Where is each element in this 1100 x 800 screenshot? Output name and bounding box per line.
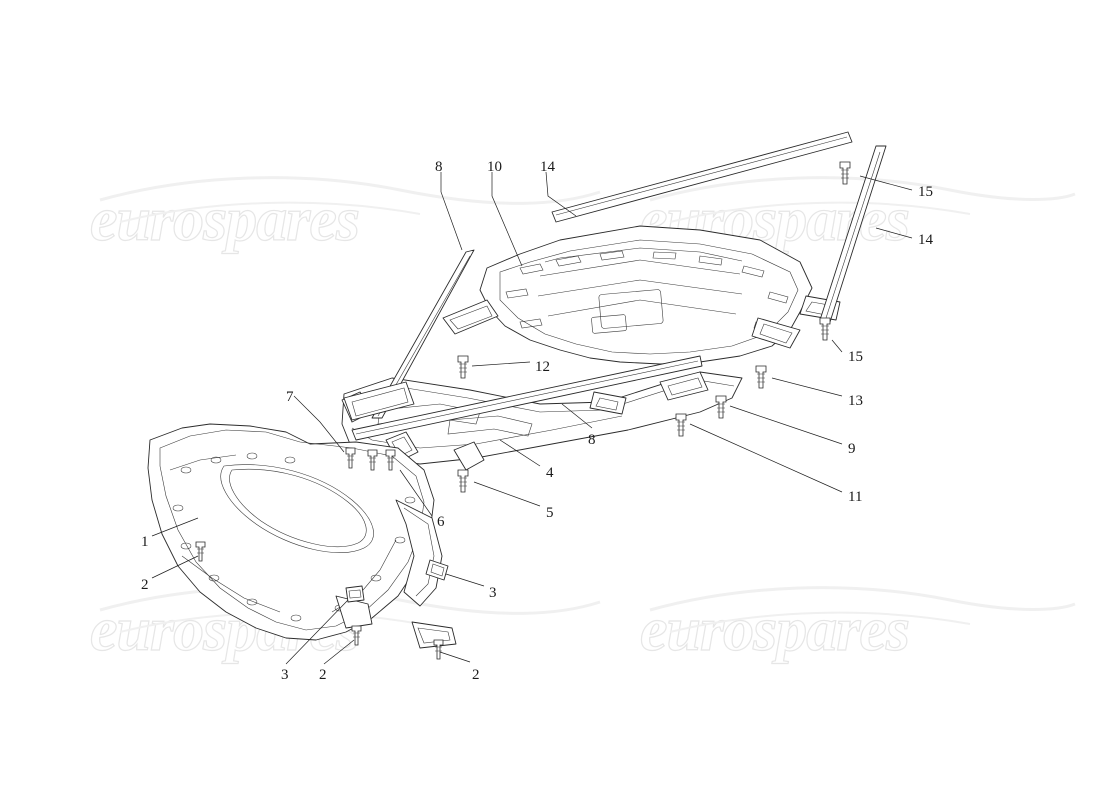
fasteners bbox=[195, 161, 851, 660]
bolt-cluster-6-7 bbox=[345, 447, 396, 471]
callout-15-lower: 15 bbox=[848, 349, 863, 365]
bolt-15-lower bbox=[819, 317, 831, 341]
screw-2-left bbox=[195, 541, 206, 562]
callout-6: 6 bbox=[437, 514, 445, 530]
callout-14-right: 14 bbox=[918, 232, 933, 248]
bolt-15-upper bbox=[839, 161, 851, 185]
callout-8-upper: 8 bbox=[435, 159, 443, 175]
part-front-underbody-shield bbox=[147, 423, 457, 649]
watermark-top-left: eurospares bbox=[89, 185, 360, 256]
callout-15-upper: 15 bbox=[918, 184, 933, 200]
callout-2-left: 2 bbox=[141, 577, 149, 593]
part-reinforcement-bar-right bbox=[819, 145, 887, 323]
part-rear-underbody-shield bbox=[442, 225, 841, 365]
watermark-bottom-right: eurospares bbox=[639, 595, 910, 666]
callout-2-bottom-middle: 2 bbox=[319, 667, 327, 683]
callout-13: 13 bbox=[848, 393, 863, 409]
bolt-9 bbox=[715, 395, 727, 419]
part-mounting-bracket bbox=[343, 381, 415, 421]
bolt-12 bbox=[457, 355, 469, 379]
callout-14-top: 14 bbox=[540, 159, 555, 175]
part-reinforcement-bar-top bbox=[551, 131, 853, 223]
callout-9: 9 bbox=[848, 441, 856, 457]
watermark-text: eurospares bbox=[639, 595, 910, 664]
callout-2-bottom-right: 2 bbox=[472, 667, 480, 683]
callout-7: 7 bbox=[286, 389, 294, 405]
callout-3-right: 3 bbox=[489, 585, 497, 601]
bolt-11 bbox=[675, 413, 687, 437]
screw-2-bottom-right bbox=[433, 639, 444, 660]
callout-1: 1 bbox=[141, 534, 149, 550]
callout-4: 4 bbox=[546, 465, 554, 481]
part-reinforcement-bar-left-lower bbox=[351, 355, 703, 441]
watermark-text: eurospares bbox=[89, 185, 360, 254]
callout-12: 12 bbox=[535, 359, 550, 375]
callout-3-bottom: 3 bbox=[281, 667, 289, 683]
callout-5: 5 bbox=[546, 505, 554, 521]
leader-lines bbox=[151, 171, 913, 665]
bolt-5 bbox=[457, 469, 469, 493]
bolt-13 bbox=[755, 365, 767, 389]
screw-2-bottom-middle bbox=[351, 625, 362, 646]
callout-8-lower: 8 bbox=[588, 432, 596, 448]
callout-10: 10 bbox=[487, 159, 502, 175]
callout-11: 11 bbox=[848, 489, 863, 505]
